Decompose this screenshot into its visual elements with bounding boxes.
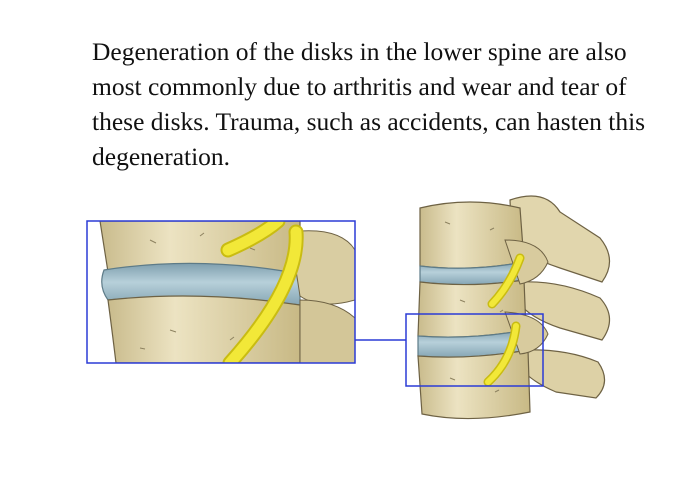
zoom-detail: [87, 221, 355, 363]
zoom-callout-box: [86, 220, 356, 364]
slide-caption: Degeneration of the disks in the lower s…: [92, 37, 646, 171]
spine-segment: [417, 195, 611, 420]
spine-highlight-box: [405, 313, 544, 387]
